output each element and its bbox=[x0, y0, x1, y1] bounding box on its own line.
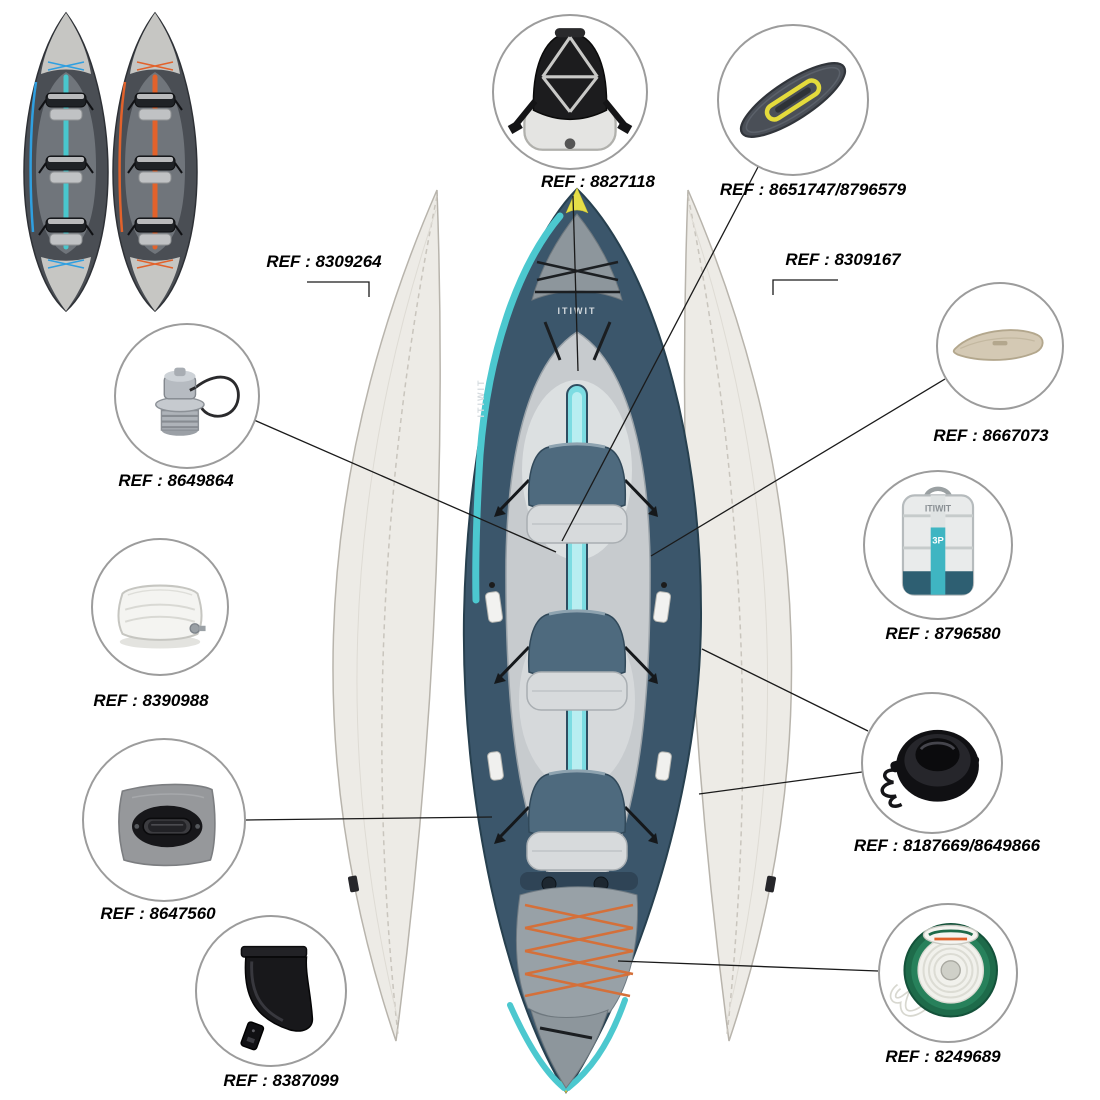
ref-label-fin-large: REF : 8387099 bbox=[223, 1071, 339, 1090]
connector-lines bbox=[245, 166, 946, 972]
kayak-seat-2 bbox=[494, 609, 658, 711]
ref-label-valve-cap: REF : 8649864 bbox=[118, 471, 234, 490]
backpack-size-text: 3P bbox=[932, 536, 944, 547]
valve-cap-icon bbox=[155, 367, 240, 436]
side-tube-left bbox=[332, 189, 441, 1042]
thumbnail-kayak-blue bbox=[23, 11, 109, 312]
callout-seatback bbox=[492, 14, 648, 170]
callout-deck-cover bbox=[717, 24, 869, 176]
ref-label-cord-spool: REF : 8249689 bbox=[885, 1047, 1001, 1066]
seatback-icon bbox=[507, 28, 633, 151]
callout-patch-handle bbox=[82, 738, 246, 902]
kayak-brand-text-side: ITIWIT bbox=[476, 379, 486, 418]
deck-cover-icon bbox=[739, 62, 847, 138]
ref-label-deck-cover: REF : 8651747/8796579 bbox=[719, 180, 907, 199]
ref-label-patch-handle: REF : 8647560 bbox=[100, 904, 216, 923]
ref-label-pump-valve: REF : 8187669/8649866 bbox=[853, 836, 1041, 855]
fin-large-icon bbox=[240, 945, 314, 1051]
bungee-lacing bbox=[524, 903, 634, 998]
callout-cord-spool bbox=[878, 903, 1018, 1043]
ref-label-seat-cushion: REF : 8390988 bbox=[93, 691, 209, 710]
stern-storage bbox=[515, 872, 638, 1089]
backpack-icon: ITIWIT 3P bbox=[901, 486, 975, 596]
bracket-left-tube bbox=[307, 281, 370, 297]
fin-small-icon bbox=[952, 329, 1044, 361]
callout-valve-cap bbox=[114, 323, 260, 469]
patch-handle-icon bbox=[118, 783, 216, 867]
kayak-seat-3 bbox=[494, 769, 658, 871]
backpack-brand-text: ITIWIT bbox=[925, 503, 952, 513]
kayak-seat-1 bbox=[494, 442, 658, 544]
callout-backpack: ITIWIT 3P bbox=[863, 470, 1013, 620]
seat-cushion-icon bbox=[117, 584, 206, 649]
callout-pump-valve bbox=[861, 692, 1003, 834]
bow-yellow-tip bbox=[565, 187, 589, 214]
callout-fin-large bbox=[195, 915, 347, 1067]
paddle-clips bbox=[484, 582, 672, 781]
callout-seat-cushion bbox=[91, 538, 229, 676]
callout-fin-small bbox=[936, 282, 1064, 410]
kayak-top-view: ITIWIT ITIWIT bbox=[462, 187, 703, 1094]
ref-label-fin-small: REF : 8667073 bbox=[933, 426, 1049, 445]
ref-label-seatback: REF : 8827118 bbox=[540, 172, 656, 191]
ref-label-side-tube-left: REF : 8309264 bbox=[266, 252, 382, 271]
bracket-right-tube bbox=[772, 279, 838, 295]
thumbnail-kayak-orange bbox=[112, 11, 198, 312]
pump-valve-icon bbox=[880, 729, 980, 808]
ref-label-backpack: REF : 8796580 bbox=[885, 624, 1001, 643]
cord-spool-icon bbox=[889, 923, 998, 1018]
ref-label-side-tube-right: REF : 8309167 bbox=[785, 250, 901, 269]
